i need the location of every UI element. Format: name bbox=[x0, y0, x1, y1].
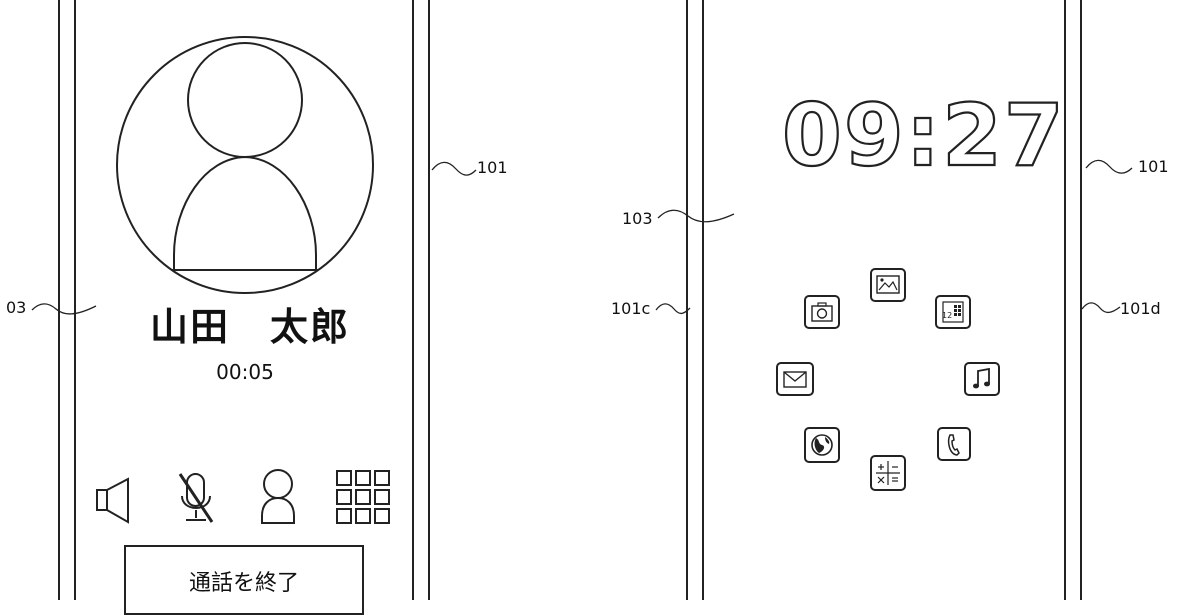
caller-avatar bbox=[116, 36, 374, 294]
left-phone-screen-ref-leader bbox=[31, 303, 97, 315]
left-phone-ref-label: 101 bbox=[477, 158, 508, 177]
left-phone-right-edge bbox=[412, 0, 430, 600]
right-phone-ref-leader bbox=[1085, 159, 1133, 174]
right-phone-screen-ref-leader bbox=[657, 209, 735, 223]
mail-icon[interactable] bbox=[776, 362, 814, 396]
call-timer: 00:05 bbox=[216, 360, 274, 384]
clock-text: 09:27 bbox=[782, 86, 1066, 186]
mute-microphone-icon[interactable] bbox=[176, 470, 216, 526]
caller-name: 山田 太郎 bbox=[149, 305, 350, 349]
camera-icon[interactable] bbox=[804, 295, 840, 329]
phone-icon[interactable] bbox=[937, 427, 971, 461]
gallery-icon[interactable] bbox=[870, 268, 906, 302]
calendar-icon[interactable]: 12 bbox=[935, 295, 971, 329]
right-phone-left-edge-label: 101c bbox=[611, 299, 651, 318]
left-phone-ref-leader bbox=[431, 161, 477, 176]
music-icon[interactable] bbox=[964, 362, 1000, 396]
left-phone-left-edge bbox=[58, 0, 76, 600]
right-phone-right-edge-leader bbox=[1081, 302, 1121, 314]
calculator-icon[interactable] bbox=[870, 455, 906, 491]
right-phone-ref-label: 101 bbox=[1138, 157, 1169, 176]
browser-icon[interactable] bbox=[804, 427, 840, 463]
right-phone-left-edge bbox=[686, 0, 704, 600]
end-call-button[interactable]: 通話を終了 bbox=[124, 545, 364, 615]
speaker-icon[interactable] bbox=[94, 476, 134, 526]
left-phone-screen-ref-label: 03 bbox=[6, 298, 27, 317]
right-phone-left-edge-leader bbox=[655, 303, 691, 315]
keypad-icon[interactable] bbox=[334, 468, 394, 528]
contact-icon[interactable] bbox=[256, 466, 300, 526]
right-phone-right-edge bbox=[1064, 0, 1082, 600]
right-phone-screen-ref-label: 103 bbox=[622, 209, 653, 228]
calendar-icon-text: 12 bbox=[942, 311, 952, 320]
lock-screen-clock: 09:27 bbox=[781, 85, 1065, 187]
right-phone-right-edge-label: 101d bbox=[1120, 299, 1161, 318]
